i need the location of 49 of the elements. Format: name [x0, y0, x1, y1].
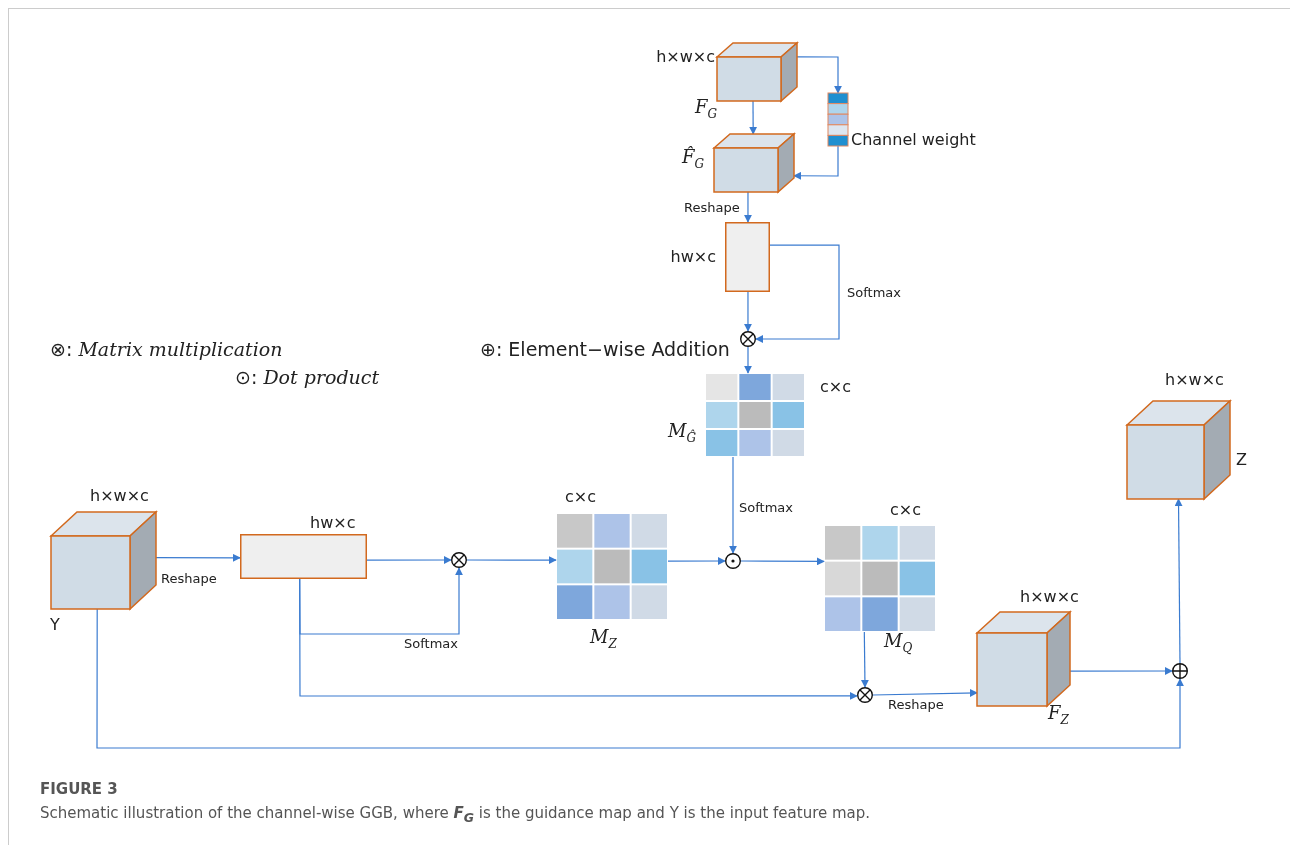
- arrow: [1174, 498, 1183, 664]
- legend-text: ⊗: Matrix multiplication: [50, 338, 283, 360]
- tensor-name: M$_{Ĝ}$: [668, 422, 697, 447]
- dimension-label: h×w×c: [90, 487, 149, 505]
- edge-label: Softmax: [738, 500, 794, 515]
- edge-label: Softmax: [846, 285, 902, 300]
- tensor-name: F$_{G}$: [695, 98, 718, 123]
- figure-title: FIGURE 3: [40, 780, 118, 798]
- tensor-name: M$_{Q}$: [884, 632, 913, 657]
- tensor-name: F$_{Z}$: [1048, 704, 1069, 729]
- arrow: [667, 557, 726, 565]
- arrow: [740, 557, 825, 566]
- dimension-label: h×w×c: [1165, 371, 1224, 389]
- arrow: [744, 346, 752, 374]
- legend-text: ⊕: Element−wise Addition: [480, 338, 730, 360]
- arrow: [96, 608, 1184, 749]
- edge-label: Reshape: [887, 697, 945, 712]
- dimension-label: c×c: [820, 378, 851, 396]
- arrow: [466, 556, 557, 565]
- edge-label: Reshape: [683, 200, 741, 215]
- arrow: [743, 191, 752, 223]
- legend-text: ⊙: Dot product: [235, 366, 380, 388]
- dimension-label: h×w×c: [1020, 588, 1079, 606]
- figure-caption: Schematic illustration of the channel-wise GGB, where F$_{G}$ is the guidance map and Y is the input feature map.: [40, 804, 871, 825]
- arrow: [1069, 667, 1173, 675]
- arrow: [793, 145, 839, 180]
- arrow: [299, 567, 463, 635]
- arrow: [749, 100, 758, 135]
- tensor-name: M$_{Z}$: [590, 628, 617, 653]
- arrow: [744, 291, 752, 332]
- edge-label: Reshape: [160, 571, 218, 586]
- arrow: [366, 556, 452, 564]
- dimension-label: Z: [1236, 451, 1247, 469]
- edge-label: Softmax: [403, 636, 459, 651]
- dimension-label: hw×c: [670, 248, 716, 266]
- arrow: [860, 631, 869, 688]
- tensor-name: F̂$_{G}$: [682, 148, 705, 173]
- dimension-label: c×c: [890, 501, 921, 519]
- arrow: [299, 578, 858, 700]
- dimension-label: c×c: [565, 488, 596, 506]
- arrow: [155, 553, 241, 562]
- dimension-label: Y: [50, 616, 60, 634]
- arrow: [796, 56, 842, 94]
- vector-label: Channel weight: [851, 131, 976, 149]
- arrow: [729, 456, 737, 554]
- dimension-label: h×w×c: [656, 48, 715, 66]
- dimension-label: hw×c: [310, 514, 356, 532]
- arrow: [755, 244, 840, 343]
- arrow: [872, 689, 978, 697]
